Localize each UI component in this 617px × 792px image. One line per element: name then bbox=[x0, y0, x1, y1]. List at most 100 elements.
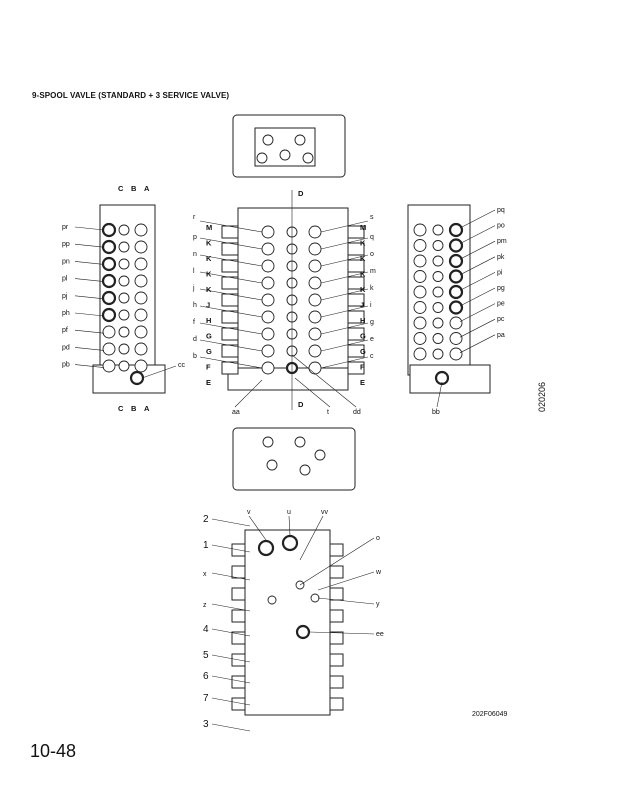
spool-cap bbox=[231, 587, 246, 601]
port-circle bbox=[118, 326, 130, 338]
leader-line bbox=[199, 288, 263, 301]
port-circle bbox=[434, 370, 450, 386]
dim-mark: E bbox=[206, 378, 211, 387]
dim-mark: K bbox=[206, 285, 212, 294]
spool-cap bbox=[347, 344, 365, 358]
port-circle bbox=[101, 222, 117, 238]
port-label: e bbox=[370, 336, 374, 343]
port-circle bbox=[118, 241, 130, 253]
section-mark: A bbox=[144, 404, 150, 413]
leader-line bbox=[199, 254, 263, 267]
port-circle bbox=[101, 307, 117, 323]
leader-line bbox=[320, 220, 369, 233]
leader-line bbox=[199, 322, 263, 335]
port-circle bbox=[308, 225, 322, 239]
port-label: pq bbox=[497, 207, 505, 214]
port-label: s bbox=[370, 214, 374, 221]
port-circle bbox=[261, 310, 275, 324]
port-circle bbox=[448, 253, 464, 269]
leader-line bbox=[199, 339, 263, 352]
spool-cap bbox=[347, 310, 365, 324]
port-label: b bbox=[193, 353, 197, 360]
port-circle bbox=[448, 222, 464, 238]
leader-line bbox=[234, 379, 263, 408]
port-label: pc bbox=[497, 316, 505, 323]
section-mark: C bbox=[118, 404, 124, 413]
leader-line bbox=[459, 318, 496, 338]
dim-mark: E bbox=[360, 378, 365, 387]
section-mark: B bbox=[131, 404, 137, 413]
leader-line bbox=[320, 305, 369, 318]
leader-line bbox=[288, 515, 291, 537]
dim-mark: K bbox=[360, 254, 366, 263]
port-circle bbox=[302, 152, 314, 164]
leader-line bbox=[459, 256, 496, 276]
leader-line bbox=[299, 537, 375, 586]
spool-cap bbox=[221, 293, 239, 307]
leader-line bbox=[294, 377, 331, 408]
spool-cap bbox=[347, 259, 365, 273]
port-circle bbox=[118, 224, 130, 236]
port-label: t bbox=[327, 409, 329, 416]
spool-cap bbox=[221, 344, 239, 358]
leader-line bbox=[141, 365, 177, 379]
port-circle bbox=[134, 325, 148, 339]
dim-mark: K bbox=[206, 239, 212, 248]
port-circle bbox=[267, 595, 277, 605]
spool-cap bbox=[329, 653, 344, 667]
dim-mark: F bbox=[360, 363, 365, 372]
leader-line bbox=[291, 354, 357, 408]
port-label: o bbox=[370, 251, 374, 258]
port-circle bbox=[432, 224, 444, 236]
port-label: u bbox=[287, 509, 291, 516]
port-label: aa bbox=[232, 409, 240, 416]
port-label: v bbox=[247, 509, 251, 516]
page-title: 9-SPOOL VAVLE (STANDARD + 3 SERVICE VALV… bbox=[32, 91, 230, 100]
leader-line bbox=[211, 675, 251, 684]
port-label: pg bbox=[497, 285, 505, 292]
port-circle bbox=[294, 436, 306, 448]
leader-line bbox=[74, 347, 105, 351]
spool-cap bbox=[329, 587, 344, 601]
port-label: c bbox=[370, 353, 374, 360]
port-circle bbox=[134, 342, 148, 356]
port-circle bbox=[448, 238, 464, 253]
port-circle bbox=[261, 361, 275, 375]
port-circle bbox=[432, 240, 444, 251]
spool-cap bbox=[231, 565, 246, 579]
dim-mark: K bbox=[206, 270, 212, 279]
callout-number: 5 bbox=[203, 650, 209, 661]
port-circle bbox=[413, 285, 427, 299]
port-label: i bbox=[370, 302, 372, 309]
port-circle bbox=[129, 370, 145, 386]
port-circle bbox=[101, 290, 117, 306]
dim-mark: H bbox=[206, 316, 211, 325]
spool-cap bbox=[329, 565, 344, 579]
dim-mark: G bbox=[360, 332, 366, 341]
port-circle bbox=[308, 361, 322, 375]
leader-line bbox=[459, 225, 496, 244]
port-label: cc bbox=[178, 362, 186, 369]
port-label: n bbox=[193, 251, 197, 258]
spool-cap bbox=[347, 225, 365, 239]
port-circle bbox=[118, 275, 130, 287]
port-circle bbox=[432, 271, 444, 282]
port-circle bbox=[413, 332, 427, 345]
dim-mark: G bbox=[206, 332, 212, 341]
port-circle bbox=[102, 359, 116, 373]
spool-cap bbox=[329, 609, 344, 623]
port-circle bbox=[448, 300, 464, 315]
leader-line bbox=[199, 237, 263, 250]
port-circle bbox=[295, 624, 311, 640]
leader-line bbox=[436, 381, 443, 408]
leader-line bbox=[320, 322, 369, 335]
port-circle bbox=[281, 534, 299, 552]
port-label: l bbox=[193, 268, 195, 275]
port-circle bbox=[134, 291, 148, 305]
leader-line bbox=[320, 288, 369, 301]
port-circle bbox=[279, 149, 291, 161]
section-mark: D bbox=[298, 189, 304, 198]
figure-code: 202F06049 bbox=[472, 711, 508, 718]
leader-line bbox=[211, 628, 251, 637]
